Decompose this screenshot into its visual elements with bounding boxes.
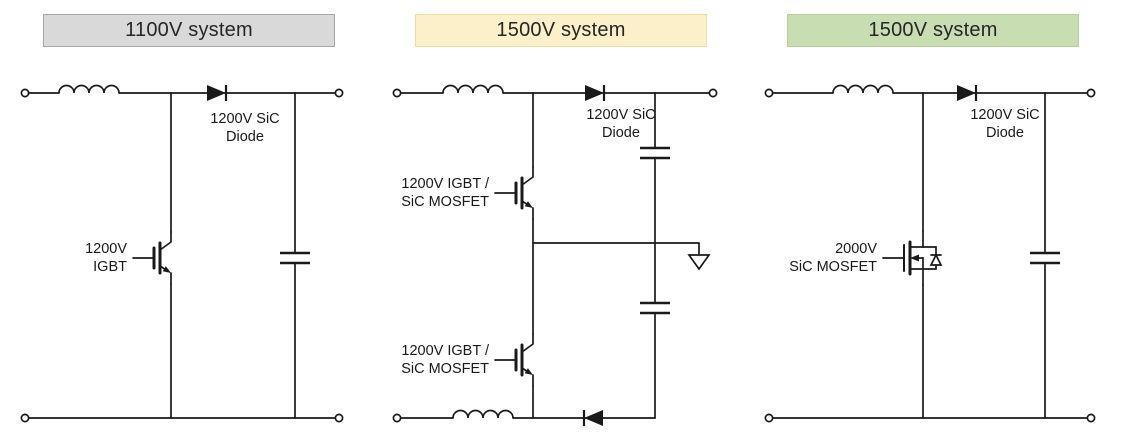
diode-label-line1: 1200V SiC: [210, 111, 279, 127]
switch-label-line2: IGBT: [93, 259, 127, 275]
switch-label-line1: 2000V: [835, 241, 877, 257]
diode-label-line1: 1200V SiC: [970, 107, 1039, 123]
boost-diode-icon: [955, 83, 978, 103]
panel-1500v-sic-system: 1500V system 1200V SiC Diode 200: [754, 14, 1112, 433]
panel-1-header: 1100V system: [43, 14, 335, 47]
terminal-top-left: [392, 88, 402, 98]
topology-comparison-strip: 1100V system 1200V SiC Diode 120: [10, 14, 1112, 433]
switch-top-label-line2: SiC MOSFET: [401, 194, 489, 210]
switch-label-line1: 1200V: [85, 241, 127, 257]
capacitor-icon: [278, 251, 312, 265]
panel-1-title: 1100V system: [125, 19, 253, 41]
inductor-icon: [832, 84, 894, 94]
switch-bottom-label-line1: 1200V IGBT /: [401, 343, 490, 359]
panel-2-title: 1500V system: [496, 19, 626, 41]
switch-top-label-line1: 1200V IGBT /: [401, 176, 490, 192]
capacitor-icon: [1028, 251, 1062, 265]
inductor-top-icon: [442, 84, 504, 94]
capacitor-bottom-icon: [638, 301, 672, 315]
diode-label-line1: 1200V SiC: [586, 107, 655, 123]
panel-1500v-three-level: 1500V system: [382, 14, 740, 433]
diode-label-line2: Diode: [226, 129, 264, 145]
igbt-icon: [131, 230, 173, 286]
terminal-bottom-right: [334, 413, 344, 423]
switch-label-line2: SiC MOSFET: [789, 259, 877, 275]
circuit-boost-sic-mosfet: 1200V SiC Diode 2000V SiC MOSFET: [764, 83, 1096, 423]
diode-label-line2: Diode: [602, 125, 640, 141]
terminal-top-right: [334, 88, 344, 98]
panel-3-title: 1500V system: [868, 19, 998, 41]
panel-2-header: 1500V system: [415, 14, 707, 47]
panel-1100v-system: 1100V system 1200V SiC Diode 120: [10, 14, 368, 433]
switch-bottom-label-line2: SiC MOSFET: [401, 361, 489, 377]
terminal-top-right: [1086, 88, 1096, 98]
terminal-top-left: [764, 88, 774, 98]
terminal-bottom-left: [764, 413, 774, 423]
inductor-bottom-icon: [452, 409, 514, 419]
ground-icon: [688, 242, 710, 270]
diode-label-line2: Diode: [986, 125, 1024, 141]
terminal-bottom-right: [1086, 413, 1096, 423]
terminal-bottom-left: [392, 413, 402, 423]
circuit-boost-igbt: 1200V SiC Diode 1200V IGBT: [20, 83, 344, 423]
sic-mosfet-icon: [881, 229, 943, 287]
panel-3-header: 1500V system: [787, 14, 1079, 47]
capacitor-top-icon: [638, 146, 672, 160]
boost-diode-icon: [205, 83, 228, 103]
terminal-top-left: [20, 88, 30, 98]
terminal-bottom-left: [20, 413, 30, 423]
igbt-bottom-icon: [493, 332, 535, 388]
inductor-icon: [58, 84, 120, 94]
igbt-top-icon: [493, 165, 535, 221]
boost-diode-icon: [583, 83, 606, 103]
return-diode-icon: [582, 408, 605, 428]
circuit-three-level-boost: 1200V SiC Diode 1200V IGBT / SiC MOSFET …: [392, 83, 718, 428]
terminal-top-right: [708, 88, 718, 98]
